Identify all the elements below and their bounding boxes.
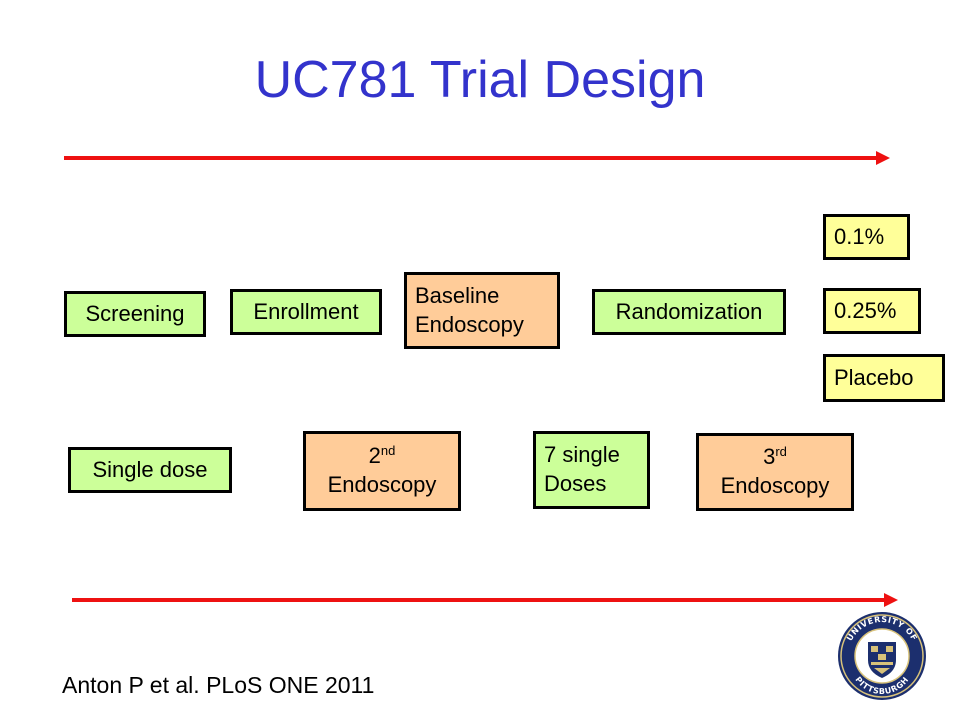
second-endoscopy-box: 2nd Endoscopy (303, 431, 461, 511)
enrollment-label: Enrollment (253, 298, 359, 324)
slide-title: UC781 Trial Design (254, 51, 706, 109)
single-dose-label: Single dose (92, 456, 208, 482)
citation: Anton P et al. PLoS ONE 2011 (62, 672, 375, 698)
baseline-line1: Baseline (415, 282, 500, 308)
dose-0-1-label: 0.1% (834, 223, 885, 249)
placebo-box: Placebo (823, 354, 945, 402)
timeline-arrow-bottom (72, 593, 898, 607)
screening-box: Screening (64, 291, 206, 337)
baseline-line2: Endoscopy (415, 311, 524, 337)
enrollment-box: Enrollment (230, 289, 382, 335)
seven-single-line1: 7 single (544, 442, 620, 468)
dose-0-1-percent-box: 0.1% (823, 214, 910, 260)
timeline-arrow-top (64, 151, 890, 165)
seven-single-line2: Doses (544, 471, 607, 496)
seven-single-doses-box: 7 single Doses (533, 431, 650, 509)
screening-label: Screening (85, 300, 185, 326)
second-endoscopy-word: Endoscopy (327, 472, 437, 497)
university-of-pittsburgh-seal-icon: UNIVERSITY OF PITTSBURGH (838, 612, 926, 700)
single-dose-box: Single dose (68, 447, 232, 493)
randomization-label: Randomization (615, 298, 763, 324)
third-endoscopy-box: 3rd Endoscopy (696, 433, 854, 511)
placebo-label: Placebo (834, 364, 914, 390)
baseline-endoscopy-box: Baseline Endoscopy (404, 272, 560, 349)
randomization-box: Randomization (592, 289, 786, 335)
dose-0-25-label: 0.25% (834, 297, 897, 323)
second-endoscopy-ordinal: 2nd (368, 443, 396, 469)
third-endoscopy-word: Endoscopy (720, 473, 830, 498)
third-endoscopy-ordinal: 3rd (763, 444, 787, 470)
dose-0-25-percent-box: 0.25% (823, 288, 921, 334)
